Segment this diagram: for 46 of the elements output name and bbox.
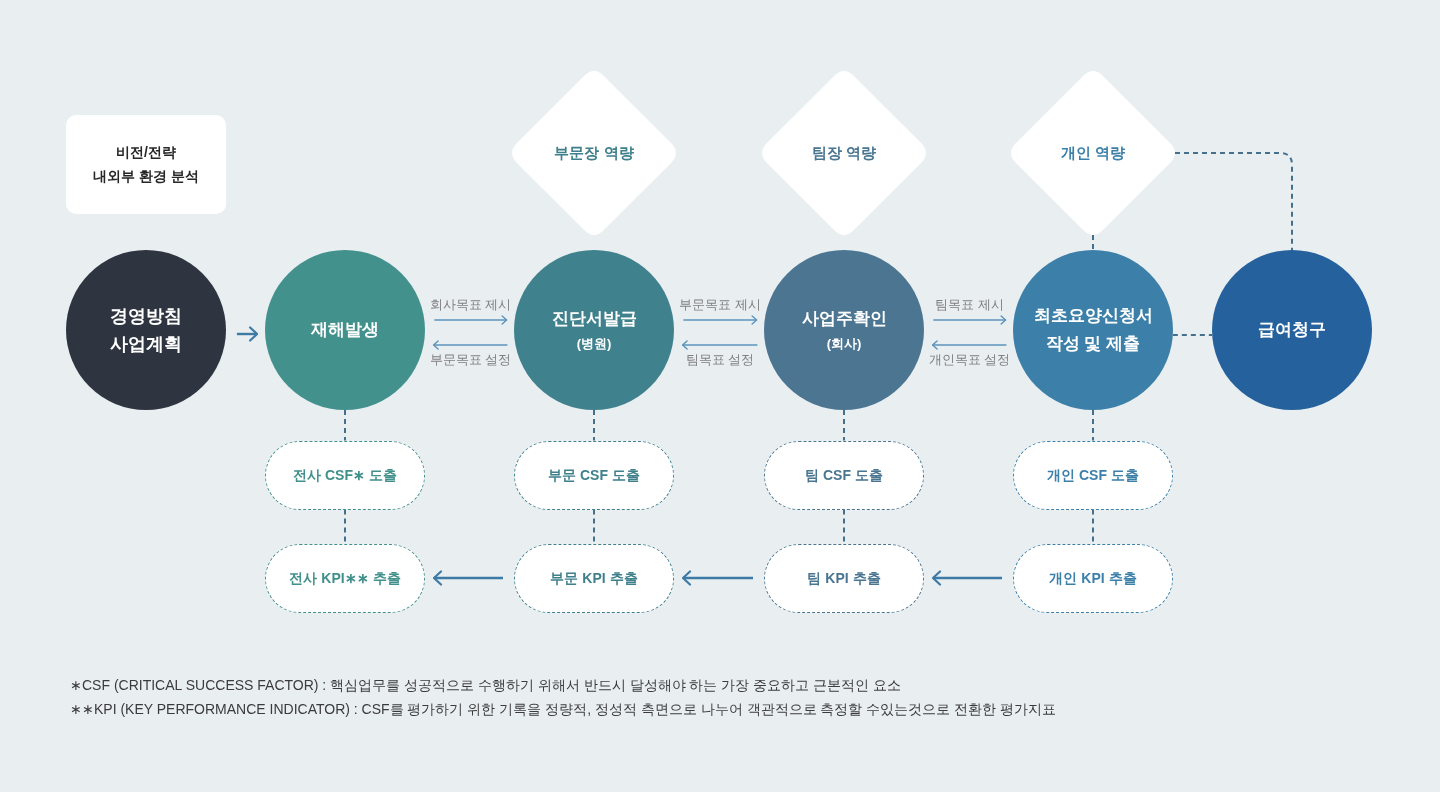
footnote: ∗CSF (CRITICAL SUCCESS FACTOR) : 핵심업무를 성공적으로 수행하기 위해서 반드시 달성해야 하는 가장 중요하고 근본적인 요소 <box>70 676 902 695</box>
node-label: 급여청구 <box>1258 319 1326 341</box>
connector-line <box>1171 334 1214 336</box>
node-sublabel: (병원) <box>576 335 612 353</box>
node-label: 사업주확인 <box>801 308 887 330</box>
node-label: 재해발생 <box>311 319 379 341</box>
node-label: 팀장 역량 <box>811 143 877 163</box>
node-label: 전사 CSF∗ 도출 <box>293 466 397 485</box>
node-label: 경영방침 <box>110 305 182 328</box>
arrow <box>931 570 1002 586</box>
arrow <box>681 570 753 586</box>
arrow <box>681 340 759 350</box>
footnote: ∗∗KPI (KEY PERFORMANCE INDICATOR) : CSF를 평가하기 위한 기록을 정량적, 정성적 측면으로 나누어 객관적으로 측정할 수있는것으로 전환한 평가지표 <box>70 700 1057 719</box>
node-label: 최초요양신청서 작성 및 제출 <box>1032 305 1154 355</box>
arrow <box>931 340 1008 350</box>
connector-line <box>593 508 595 545</box>
connector-line <box>843 508 845 545</box>
node-label: 부문 CSF 도출 <box>548 466 640 485</box>
connector-line <box>344 409 346 442</box>
connector-line <box>1092 508 1094 545</box>
arrow <box>432 340 509 350</box>
node-label: 진단서발급 <box>551 308 637 330</box>
node-label: 팀 CSF 도출 <box>805 466 883 485</box>
arrow <box>236 326 259 342</box>
competency-diamond <box>1011 71 1175 235</box>
connector-line <box>593 409 595 442</box>
connector-line <box>1092 234 1094 251</box>
connector-line <box>1092 409 1094 442</box>
arrow <box>682 315 758 325</box>
arrow <box>433 315 508 325</box>
node-sublabel: 내외부 환경 분석 <box>93 167 199 186</box>
node-label: 부문장 역량 <box>554 143 634 163</box>
connector-line <box>344 508 346 545</box>
node-label: 비전/전략 <box>116 143 176 162</box>
connector-line <box>843 409 845 442</box>
node-label: 부문 KPI 추출 <box>550 569 638 588</box>
node-label: 전사 KPI∗∗ 추출 <box>289 569 401 588</box>
node-sublabel: (회사) <box>826 335 862 353</box>
node-label: 개인 역량 <box>1060 143 1126 163</box>
node-sublabel: 사업계획 <box>110 333 182 356</box>
node-label: 팀 KPI 추출 <box>807 569 881 588</box>
arrow <box>932 315 1007 325</box>
node-label: 개인 CSF 도출 <box>1047 466 1139 485</box>
node-label: 개인 KPI 추출 <box>1049 569 1137 588</box>
connector-line <box>1174 152 1293 251</box>
arrow <box>432 570 503 586</box>
